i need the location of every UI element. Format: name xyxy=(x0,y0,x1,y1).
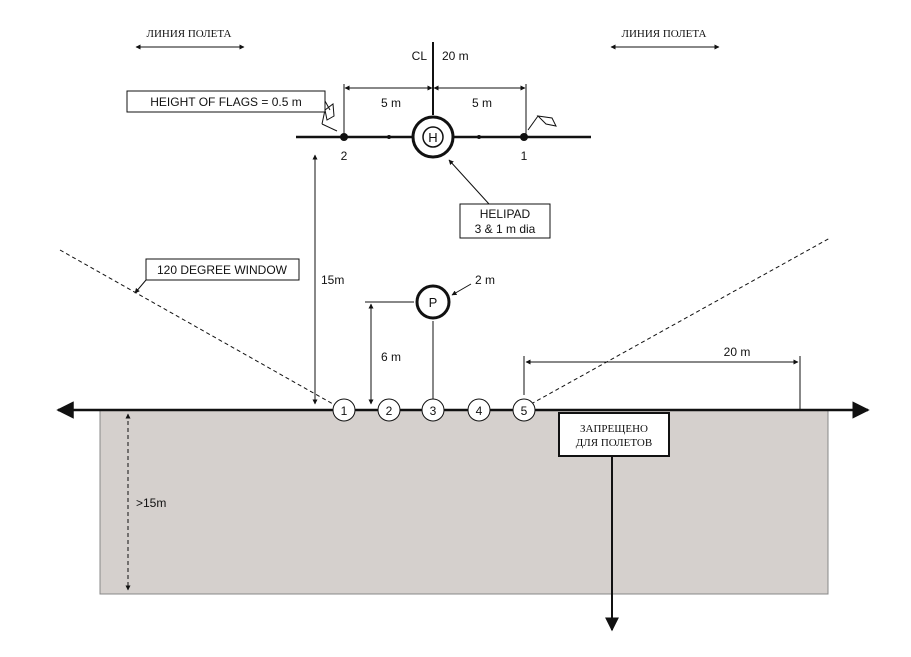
no-fly-label-line2: ДЛЯ ПОЛЕТОВ xyxy=(576,437,652,449)
no-fly-zone xyxy=(99,409,829,595)
window-line-right xyxy=(530,237,831,405)
station-1: 1 xyxy=(332,398,356,422)
top-right-label: ЛИНИЯ ПОЛЕТА xyxy=(621,28,706,40)
flag-right-icon xyxy=(527,115,557,131)
helipad-symbol: H xyxy=(428,130,437,145)
pilot-dia-label: 2 m xyxy=(475,273,495,287)
dim-left-label: 5 m xyxy=(381,96,401,110)
helipad-icon: H xyxy=(411,115,455,159)
station-3: 3 xyxy=(421,398,445,422)
centerline-label: CL xyxy=(412,49,428,63)
svg-text:1: 1 xyxy=(341,404,348,418)
dim-15m-label: 15m xyxy=(321,273,344,287)
dim-6m-label: 6 m xyxy=(381,350,401,364)
flag-number-left: 2 xyxy=(341,149,348,163)
no-fly-label-box xyxy=(558,412,670,457)
station-4: 4 xyxy=(467,398,491,422)
pilot-symbol: P xyxy=(429,295,438,310)
svg-text:5: 5 xyxy=(521,404,528,418)
window-label: 120 DEGREE WINDOW xyxy=(157,263,288,277)
dim-depth-label: >15m xyxy=(136,496,166,510)
flag-point-right xyxy=(520,133,528,141)
helipad-label-line1: HELIPAD xyxy=(480,207,531,221)
flag-number-right: 1 xyxy=(521,149,528,163)
station-5: 5 xyxy=(512,398,536,422)
svg-text:2: 2 xyxy=(386,404,393,418)
flag-height-label: HEIGHT OF FLAGS = 0.5 m xyxy=(150,95,301,109)
window-line-left xyxy=(59,249,334,405)
helipad-label-line2: 3 & 1 m dia xyxy=(475,222,536,236)
helipad-label-box xyxy=(459,203,551,239)
no-fly-label-line1: ЗАПРЕЩЕНО xyxy=(580,423,648,435)
svg-text:3: 3 xyxy=(430,404,437,418)
window-label-box xyxy=(145,258,300,281)
svg-text:4: 4 xyxy=(476,404,483,418)
pilot-icon: P xyxy=(415,284,451,320)
centerline-length: 20 m xyxy=(442,49,469,63)
station-2: 2 xyxy=(377,398,401,422)
dim-right-label: 5 m xyxy=(472,96,492,110)
flag-point-left xyxy=(340,133,348,141)
dim-20m-label: 20 m xyxy=(724,345,751,359)
top-left-label: ЛИНИЯ ПОЛЕТА xyxy=(146,28,231,40)
